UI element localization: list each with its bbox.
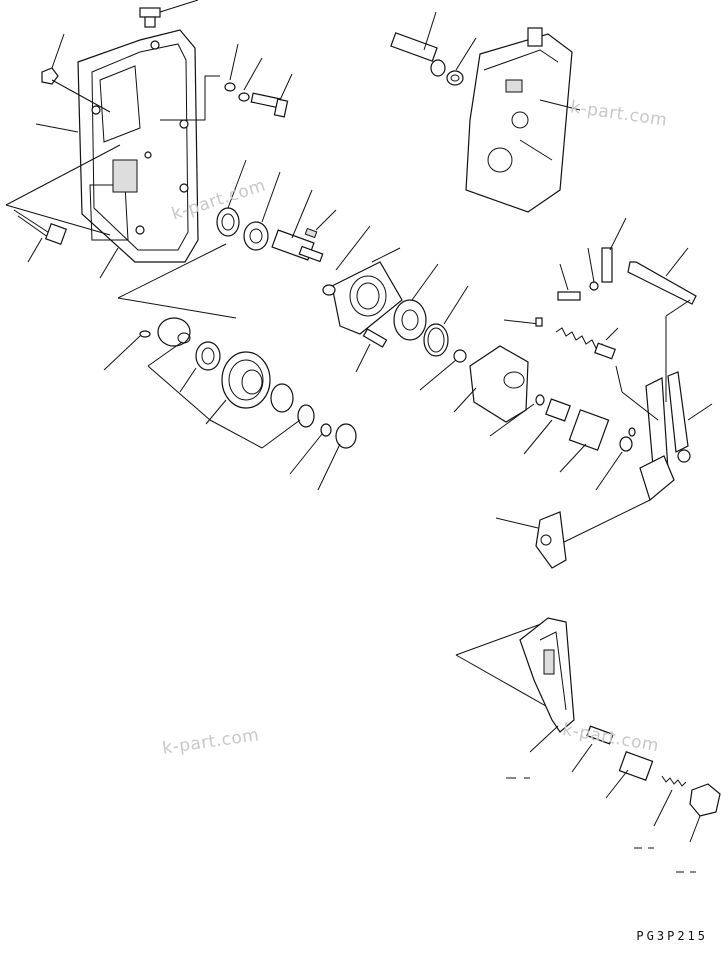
washer-parts — [224, 82, 289, 118]
nut-part — [41, 67, 59, 85]
drive-gear-assembly — [139, 317, 357, 449]
fork-lever-part — [469, 345, 529, 423]
bolt-part — [362, 328, 388, 348]
governor-housing — [77, 29, 199, 263]
bolt-part — [557, 281, 599, 301]
injection-pump — [465, 27, 573, 213]
bearing-parts — [216, 207, 324, 263]
gear-ring-part — [393, 299, 427, 341]
lever-assembly — [639, 371, 691, 502]
governor-shaft — [390, 32, 464, 86]
spring-part — [555, 327, 616, 360]
snap-ring-part — [423, 323, 449, 357]
plug-part — [139, 7, 161, 28]
link-plate-part — [627, 261, 697, 305]
clamp-bracket-part — [535, 511, 567, 569]
drawing-code: PG3P215 — [636, 929, 708, 943]
adjust-screw-parts — [586, 725, 721, 817]
bolt-part — [13, 209, 68, 246]
sleeve-parts — [545, 398, 610, 451]
governor-lever-part — [519, 617, 575, 733]
flange-housing — [322, 261, 403, 335]
